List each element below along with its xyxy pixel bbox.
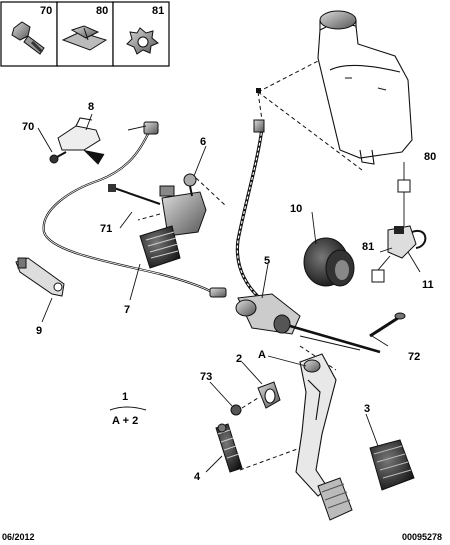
callout-11: 11 <box>422 279 434 291</box>
callout-1: 1 <box>122 391 128 403</box>
header-box-80: 80 <box>56 1 114 67</box>
callout-80: 80 <box>424 151 436 163</box>
callout-71: 71 <box>100 223 112 235</box>
callout-72: 72 <box>408 351 420 363</box>
bushing <box>257 381 281 409</box>
callout-6: 6 <box>200 136 206 148</box>
cable-end-bottom <box>209 287 227 298</box>
callout-2: 2 <box>236 353 242 365</box>
screw-70 <box>49 151 67 164</box>
callout-4: 4 <box>194 471 201 483</box>
callout-8: 8 <box>88 101 94 113</box>
mounting-bracket <box>57 117 105 165</box>
callout-5: 5 <box>264 255 270 267</box>
rubber-boot <box>139 225 181 269</box>
footer-date: 06/2012 <box>2 532 35 542</box>
bolt-icon <box>11 21 45 55</box>
header-box-81-label: 81 <box>152 5 164 17</box>
callout-70: 70 <box>22 121 34 133</box>
callout-box-81 <box>371 269 385 283</box>
hydraulic-hose <box>235 127 264 302</box>
footer-reference: 00095278 <box>402 532 442 542</box>
guide-marker <box>256 88 261 93</box>
header-box-81: 81 <box>112 1 170 67</box>
callout-10: 10 <box>290 203 302 215</box>
callout-81: 81 <box>362 241 374 253</box>
clutch-pedal <box>295 353 337 497</box>
callout-7: 7 <box>124 304 130 316</box>
switch-assembly <box>387 225 427 259</box>
header-box-70: 70 <box>0 1 58 67</box>
header-box-80-label: 80 <box>96 5 108 17</box>
bolt-72 <box>369 312 406 338</box>
header-box-70-label: 70 <box>40 5 52 17</box>
release-arm <box>15 257 65 297</box>
master-cylinder <box>235 293 381 354</box>
grommet <box>303 237 355 287</box>
callout-3: 3 <box>364 403 370 415</box>
pedal-pad-cover <box>369 439 415 491</box>
hose-fitting-top <box>253 119 265 133</box>
slave-cylinder <box>159 173 207 237</box>
pedal-pad <box>317 477 353 521</box>
cable-end-top <box>143 121 159 135</box>
nut-73 <box>230 404 242 416</box>
return-spring <box>215 423 243 473</box>
callout-73: 73 <box>200 371 212 383</box>
reservoir-guide-dash <box>257 59 363 171</box>
clip-icon <box>61 25 108 51</box>
star-washer-icon <box>126 27 159 55</box>
callout-box-80 <box>397 179 411 193</box>
fluid-reservoir <box>317 10 413 165</box>
callout-A: A <box>258 349 266 361</box>
callout-9: 9 <box>36 325 42 337</box>
formula-bottom: A + 2 <box>112 415 138 427</box>
bolt-71 <box>108 184 161 205</box>
assembly-formula: 1 A + 2 <box>109 391 147 427</box>
